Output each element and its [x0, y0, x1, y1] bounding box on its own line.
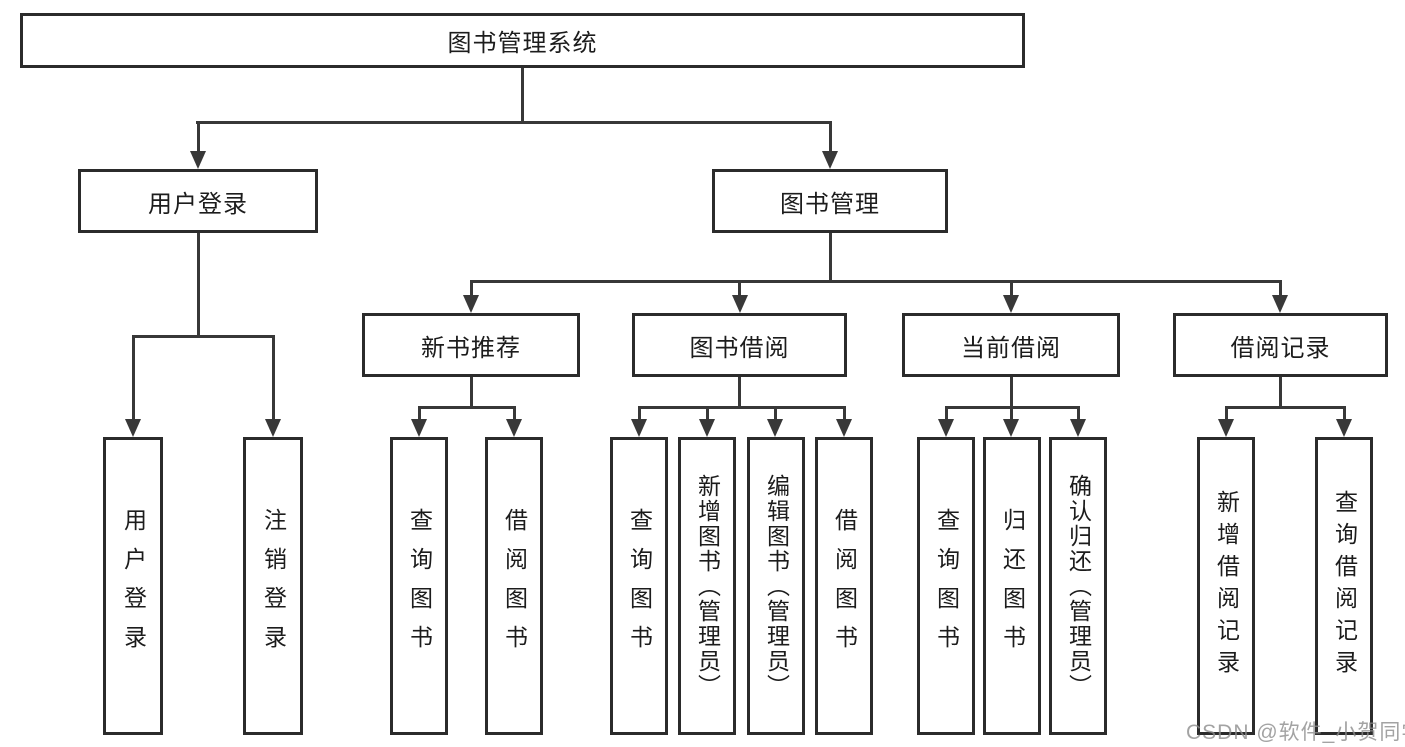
- arrow-down-icon: [938, 419, 954, 437]
- edge-bookmgmt-l3d-shaft: [1278, 280, 1282, 296]
- leaf-logout: 注销登录: [243, 437, 303, 735]
- leaf-confirm-return-label: 确认归还（管理员）: [1065, 473, 1092, 699]
- leaf-add-book: 新增图书（管理员）: [678, 437, 736, 735]
- arrow-down-icon: [1272, 295, 1288, 313]
- leaf-edit-book-label: 编辑图书（管理员）: [763, 473, 790, 699]
- edge-bookborrow-leaf3-shaft: [773, 406, 777, 420]
- leaf-borrow-book-1-label: 借阅图书: [501, 508, 528, 664]
- edge-root-hline: [196, 121, 832, 124]
- leaf-query-book-3-label: 查询图书: [933, 508, 960, 664]
- arrow-down-icon: [411, 419, 427, 437]
- edge-currentborrow-leaf3-shaft: [1076, 406, 1080, 420]
- arrow-down-icon: [767, 419, 783, 437]
- arrow-down-icon: [1070, 419, 1086, 437]
- leaf-borrow-book-2: 借阅图书: [815, 437, 873, 735]
- node-current-borrow-label: 当前借阅: [961, 334, 1061, 362]
- arrow-down-icon: [506, 419, 522, 437]
- arrow-down-icon: [732, 295, 748, 313]
- leaf-borrow-book-2-label: 借阅图书: [831, 508, 858, 664]
- edge-currentborrow-leaf1-shaft: [944, 406, 948, 420]
- edge-newbookrec-vline: [469, 377, 473, 406]
- node-book-borrow-label: 图书借阅: [689, 334, 790, 362]
- edge-bookborrow-leaf2-shaft: [705, 406, 709, 420]
- node-borrow-record: 借阅记录: [1173, 313, 1388, 377]
- leaf-user-login: 用户登录: [103, 437, 163, 735]
- arrow-down-icon: [1003, 295, 1019, 313]
- edge-root-vline: [521, 68, 524, 121]
- leaf-add-borrow-record-label: 新增借阅记录: [1213, 490, 1240, 682]
- node-book-borrow: 图书借阅: [632, 313, 847, 377]
- edge-bookmgmt-vline: [828, 233, 832, 280]
- node-root-label: 图书管理系统: [447, 30, 598, 57]
- edge-currentborrow-vline: [1009, 377, 1013, 406]
- arrow-down-icon: [631, 419, 647, 437]
- arrow-down-icon: [463, 295, 479, 313]
- leaf-return-book-label: 归还图书: [999, 508, 1026, 664]
- node-new-book-rec: 新书推荐: [362, 313, 580, 377]
- node-user-login-label: 用户登录: [148, 190, 248, 218]
- leaf-return-book: 归还图书: [983, 437, 1041, 735]
- arrow-down-icon: [699, 419, 715, 437]
- edge-bookmgmt-l3b-shaft: [738, 280, 741, 296]
- edge-bookborrow-hline: [637, 406, 846, 409]
- arrow-down-icon: [822, 151, 838, 169]
- leaf-query-book-1-label: 查询图书: [406, 508, 433, 664]
- leaf-user-login-label: 用户登录: [120, 508, 147, 664]
- edge-currentborrow-leaf2-shaft: [1009, 406, 1013, 420]
- leaf-borrow-book-1: 借阅图书: [485, 437, 543, 735]
- node-root: 图书管理系统: [20, 13, 1025, 68]
- edge-borrowrecord-leaf2-shaft: [1342, 406, 1346, 420]
- leaf-logout-label: 注销登录: [260, 508, 287, 664]
- node-borrow-record-label: 借阅记录: [1230, 334, 1331, 362]
- node-current-borrow: 当前借阅: [902, 313, 1120, 377]
- leaf-add-book-label: 新增图书（管理员）: [694, 473, 721, 699]
- edge-newbookrec-leaf1-shaft: [417, 406, 421, 420]
- leaf-confirm-return: 确认归还（管理员）: [1049, 437, 1107, 735]
- edge-userlogin-vline: [196, 233, 200, 335]
- arrow-down-icon: [836, 419, 852, 437]
- edge-userlogin-leaf2-shaft: [271, 335, 275, 420]
- leaf-query-borrow-record-label: 查询借阅记录: [1331, 490, 1358, 682]
- edge-bookmgmt-l3a-shaft: [469, 280, 473, 296]
- edge-bookborrow-leaf4-shaft: [842, 406, 846, 420]
- node-book-mgmt: 图书管理: [712, 169, 948, 233]
- edge-newbookrec-leaf2-shaft: [512, 406, 516, 420]
- arrow-down-icon: [1218, 419, 1234, 437]
- leaf-add-borrow-record: 新增借阅记录: [1197, 437, 1255, 735]
- edge-bookmgmt-hline: [469, 280, 1282, 283]
- node-new-book-rec-label: 新书推荐: [421, 334, 521, 362]
- leaf-query-book-2-label: 查询图书: [626, 508, 653, 664]
- leaf-edit-book: 编辑图书（管理员）: [747, 437, 805, 735]
- arrow-down-icon: [125, 419, 141, 437]
- leaf-query-book-1: 查询图书: [390, 437, 448, 735]
- edge-userlogin-hline: [131, 335, 275, 338]
- node-book-mgmt-label: 图书管理: [780, 190, 880, 218]
- arrow-down-icon: [265, 419, 281, 437]
- edge-userlogin-leaf1-shaft: [131, 335, 135, 420]
- arrow-down-icon: [190, 151, 206, 169]
- arrow-down-icon: [1336, 419, 1352, 437]
- edge-bookmgmt-l3c-shaft: [1009, 280, 1013, 296]
- edge-newbookrec-hline: [417, 406, 516, 409]
- leaf-query-borrow-record: 查询借阅记录: [1315, 437, 1373, 735]
- arrow-down-icon: [1003, 419, 1019, 437]
- edge-borrowrecord-vline: [1278, 377, 1282, 406]
- edge-root-userlogin-shaft: [196, 121, 200, 152]
- leaf-query-book-3: 查询图书: [917, 437, 975, 735]
- edge-borrowrecord-leaf1-shaft: [1224, 406, 1228, 420]
- leaf-query-book-2: 查询图书: [610, 437, 668, 735]
- edge-bookborrow-vline: [738, 377, 741, 406]
- csdn-watermark: CSDN @软件_小贺同学: [1186, 721, 1405, 744]
- node-user-login: 用户登录: [78, 169, 318, 233]
- edge-bookborrow-leaf1-shaft: [637, 406, 641, 420]
- edge-root-bookmgmt-shaft: [828, 121, 832, 152]
- edge-borrowrecord-hline: [1224, 406, 1346, 409]
